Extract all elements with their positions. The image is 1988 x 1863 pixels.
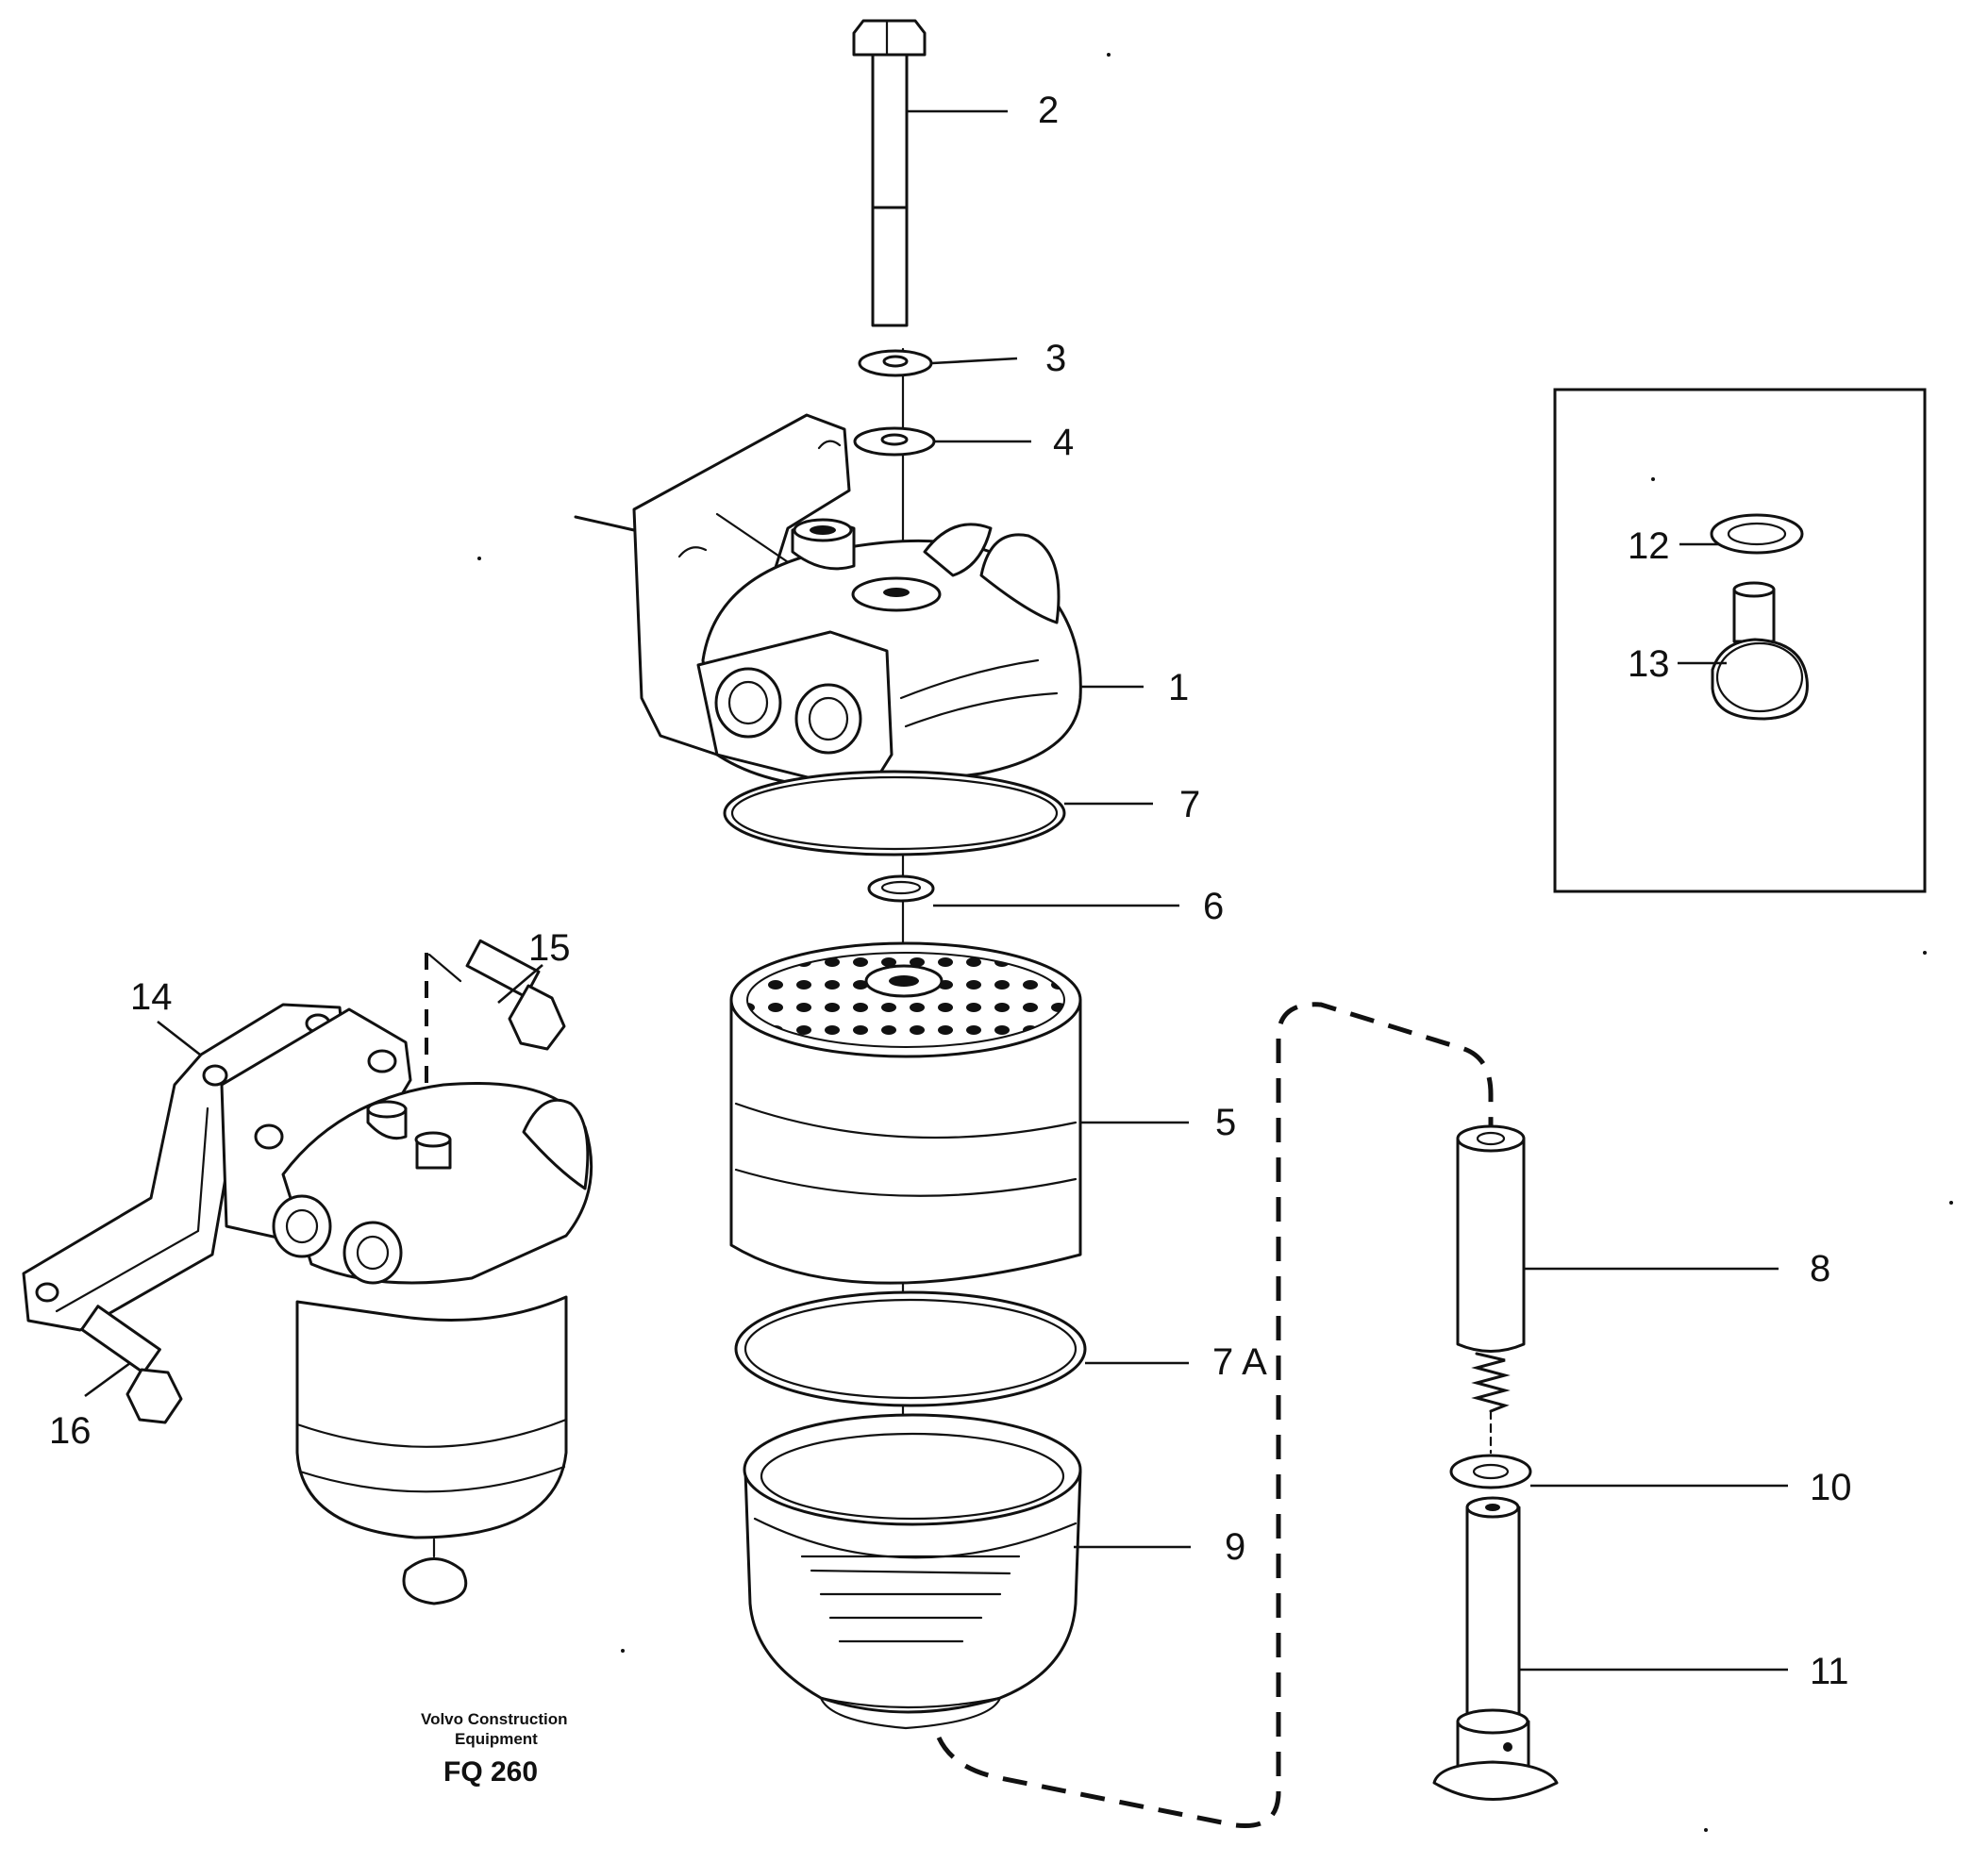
- company-name-line-2: Equipment: [455, 1730, 538, 1748]
- sleeve-part-8: [1456, 1124, 1526, 1455]
- callout-7: 7: [1179, 784, 1200, 825]
- callout-10: 10: [1810, 1467, 1852, 1508]
- figure-code: FQ 260: [443, 1756, 538, 1788]
- bolt-part-2: [852, 19, 927, 327]
- o-ring-part-7a: [734, 1290, 1087, 1407]
- callout-12: 12: [1628, 525, 1670, 567]
- callout-8: 8: [1810, 1248, 1830, 1289]
- drain-plug-part-13: [1711, 581, 1809, 721]
- callout-4: 4: [1053, 422, 1074, 463]
- callout-16: 16: [49, 1410, 92, 1452]
- company-name-line-1: Volvo Construction: [421, 1710, 568, 1728]
- filter-head-part-1: [574, 413, 1082, 794]
- callout-13: 13: [1628, 643, 1670, 685]
- callout-2: 2: [1038, 90, 1059, 131]
- footer-credit: Volvo Construction Equipment FQ 260: [421, 1710, 568, 1788]
- assembled-view: [22, 939, 593, 1605]
- seal-ring-part-12: [1710, 513, 1804, 555]
- drain-valve-part-11: [1432, 1496, 1559, 1801]
- callout-15: 15: [528, 927, 571, 969]
- o-ring-part-7: [723, 770, 1066, 857]
- inset-box: [1553, 388, 1927, 893]
- callout-14: 14: [130, 976, 173, 1018]
- callout-5: 5: [1215, 1102, 1236, 1143]
- filter-cartridge-part-5: [729, 941, 1082, 1285]
- callout-11: 11: [1810, 1651, 1849, 1692]
- washer-part-4: [853, 426, 936, 457]
- dashed-link-line: [936, 1002, 1494, 1829]
- callout-3: 3: [1045, 338, 1066, 379]
- callout-6: 6: [1203, 886, 1224, 927]
- callout-1: 1: [1168, 667, 1189, 708]
- sediment-bowl-part-9: [743, 1413, 1082, 1730]
- callout-9: 9: [1225, 1526, 1245, 1568]
- washer-part-10: [1449, 1454, 1532, 1489]
- callout-7a: 7 A: [1212, 1341, 1267, 1383]
- scan-specks: [477, 53, 1953, 1832]
- seal-part-6: [867, 874, 935, 903]
- callout-labels: 2 3 4 1 7 6 5 7 A 9 8 10 11 12 13 14 15 …: [49, 90, 1852, 1692]
- washer-part-3: [858, 349, 933, 377]
- leader-lines: [84, 109, 1788, 1672]
